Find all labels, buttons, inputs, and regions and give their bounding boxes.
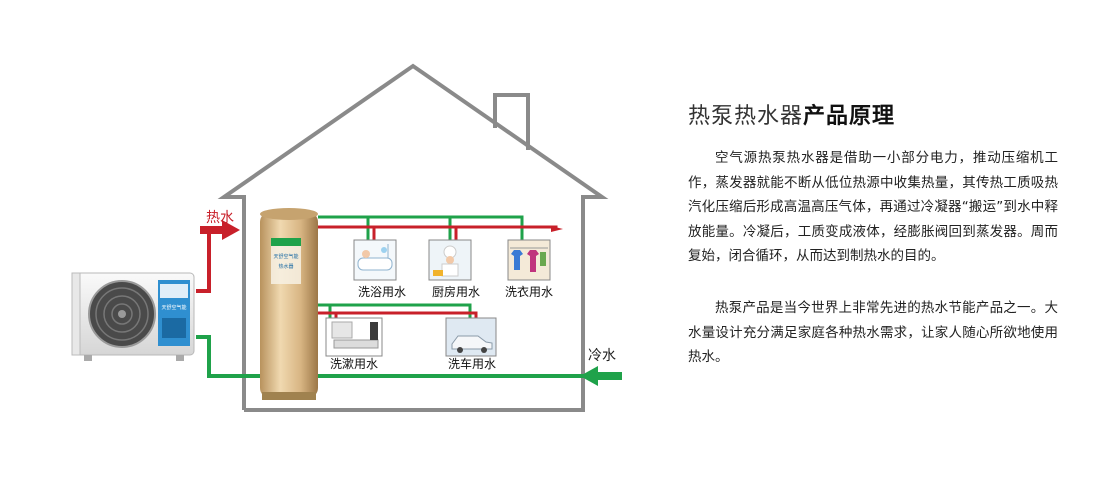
wash-scene: [325, 317, 383, 357]
wash-label: 洗漱用水: [330, 357, 378, 371]
cold-water-label: 冷水: [588, 348, 616, 364]
title-bold: 产品原理: [803, 104, 896, 129]
car-label: 洗车用水: [448, 356, 496, 371]
chimney: [493, 93, 530, 150]
cold-water-arrow: [580, 366, 622, 386]
bath-scene: [353, 239, 397, 281]
cold-water-pipes: [196, 215, 622, 378]
car-scene: [445, 317, 497, 357]
outdoor-unit: 天舒空气能: [71, 272, 195, 361]
kitchen-label: 厨房用水: [432, 284, 480, 299]
svg-text:热水器: 热水器: [278, 263, 293, 270]
laundry-scene: [507, 239, 551, 281]
heat-pump-diagram: 热水 冷水 天舒空气能 天舒空气能 热水器 洗浴: [71, 63, 622, 412]
article-title: 热泵热水器产品原理: [688, 98, 895, 130]
unit-brand: 天舒空气能: [161, 304, 186, 311]
title-light: 热泵热水器: [688, 104, 804, 129]
laundry-label: 洗衣用水: [505, 284, 553, 299]
hot-pipe-end-arrow: [551, 226, 563, 232]
product-paragraph: 热泵产品是当今世界上非常先进的热水节能产品之一。大水量设计充分满足家庭各种热水需…: [688, 300, 1058, 365]
principle-paragraph: 空气源热泵热水器是借助一小部分电力，推动压缩机工作，蒸发器就能不断从低位热源中收…: [688, 150, 1058, 264]
svg-text:天舒空气能: 天舒空气能: [273, 253, 298, 260]
hot-water-label: 热水: [206, 210, 234, 226]
water-tank: 天舒空气能 热水器: [260, 208, 318, 400]
bath-label: 洗浴用水: [358, 285, 406, 299]
hot-water-arrow: [200, 220, 240, 240]
kitchen-scene: [428, 239, 472, 281]
